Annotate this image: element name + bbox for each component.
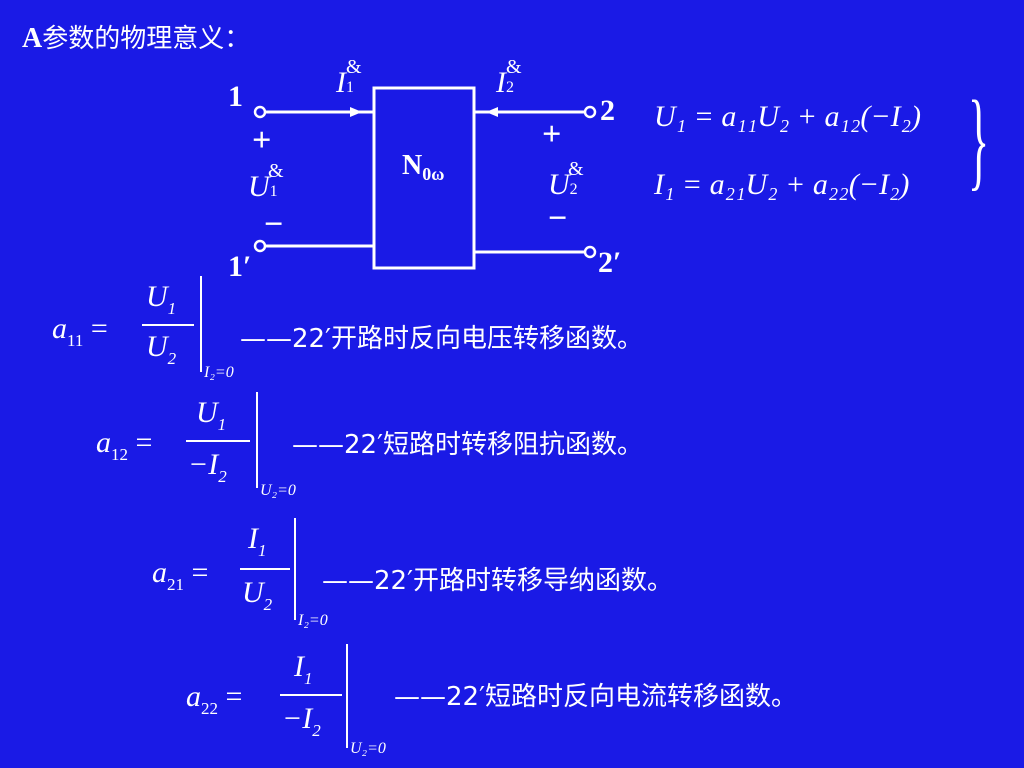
slide-title: A参数的物理意义： (22, 18, 250, 55)
param-a11-numerator: U1 (146, 280, 177, 318)
param-a12-numerator: U1 (196, 396, 227, 434)
voltage-u1-dot: & (268, 160, 284, 182)
box-label-sub: 0ω (422, 164, 445, 184)
param-a11-denominator: U2 (146, 330, 177, 368)
voltage-u2-dot: & (568, 158, 584, 180)
arrow-i2-icon (486, 107, 498, 117)
param-a11-name: a11 = (52, 312, 108, 350)
param-a11-description: ——22′开路时反向电压转移函数。 (240, 324, 643, 354)
terminal-1 (253, 105, 267, 119)
voltage-u1: U1 (248, 170, 278, 203)
param-a21-fraction-line (240, 568, 290, 570)
current-i1: I1 (336, 66, 354, 99)
param-a22-fraction-line (280, 694, 342, 696)
param-a12-eval-bar (256, 392, 258, 488)
plus-right: + (542, 116, 562, 153)
node-2-label: 2 (600, 94, 615, 127)
param-a12-fraction-line (186, 440, 250, 442)
terminal-1-prime (253, 239, 267, 253)
node-1-label: 1 (228, 80, 243, 113)
terminal-2 (583, 105, 597, 119)
param-a21-name: a21 = (152, 556, 209, 594)
equation-brace: } (968, 78, 990, 200)
current-i2: I2 (496, 66, 514, 99)
param-a22-numerator: I1 (294, 650, 313, 688)
plus-left: + (252, 122, 272, 159)
param-a11-fraction-line (142, 324, 194, 326)
current-i2-dot: & (506, 56, 522, 78)
title-prefix: A (22, 23, 43, 54)
param-a12-denominator: −I2 (188, 448, 227, 486)
current-i1-dot: & (346, 56, 362, 78)
param-a12-description: ——22′短路时转移阻抗函数。 (292, 430, 643, 460)
param-a21-eval-bar (294, 518, 296, 620)
node-2p-label: 2′ (598, 246, 622, 279)
arrow-i1-icon (350, 107, 362, 117)
param-a12-name: a12 = (96, 426, 153, 464)
minus-left: − (264, 206, 284, 243)
param-a21-denominator: U2 (242, 576, 273, 614)
param-a11-condition: I₂=0 (204, 364, 234, 381)
title-text: 参数的物理意义： (42, 24, 251, 54)
minus-right: − (548, 200, 568, 237)
param-a22-description: ——22′短路时反向电流转移函数。 (394, 682, 797, 712)
node-1p-label: 1′ (228, 250, 252, 283)
param-a11-eval-bar (200, 276, 202, 372)
equation-1: U₁ = a₁₁U₂ + a₁₂(−I₂) (654, 100, 922, 133)
param-a12-condition: U₂=0 (260, 482, 296, 499)
param-a22-name: a22 = (186, 680, 243, 718)
box-label: N0ω (402, 150, 444, 185)
param-a22-denominator: −I2 (282, 702, 321, 740)
two-port-box (372, 86, 476, 270)
equation-2: I₁ = a₂₁U₂ + a₂₂(−I₂) (654, 168, 910, 201)
param-a21-condition: I₂=0 (298, 612, 328, 629)
voltage-u2: U2 (548, 168, 578, 201)
box-label-main: N (402, 150, 423, 181)
param-a22-eval-bar (346, 644, 348, 748)
terminal-2-prime (583, 245, 597, 259)
param-a21-description: ——22′开路时转移导纳函数。 (322, 566, 673, 596)
param-a22-condition: U₂=0 (350, 740, 386, 757)
param-a21-numerator: I1 (248, 522, 267, 560)
